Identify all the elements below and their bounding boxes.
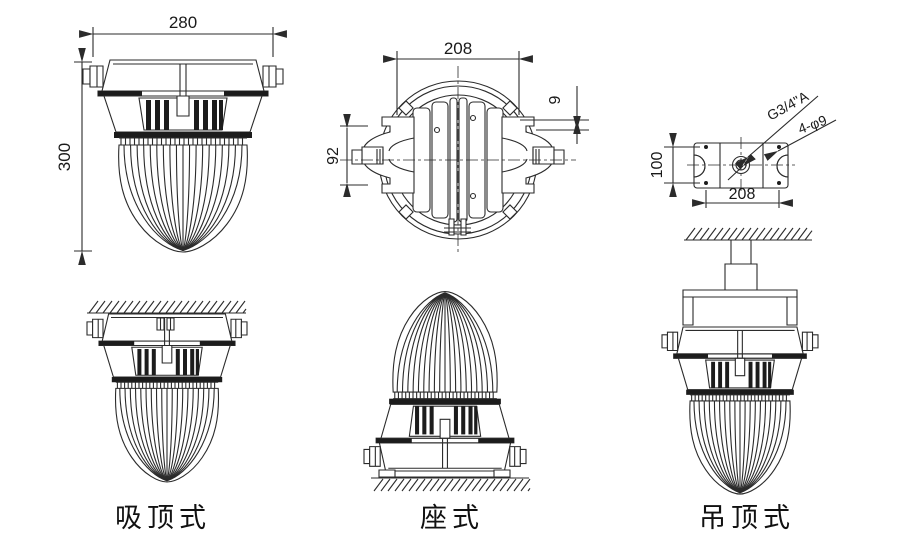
ceiling-mount-label: 吸顶式: [115, 503, 211, 533]
yoke-top-bar: [683, 290, 797, 297]
plate-thickness-dimension-lines: [520, 86, 589, 144]
ceiling-mount-figure: 吸顶式: [86, 301, 248, 533]
corner-tabs: [399, 101, 517, 219]
bracket-height-dimension: 92: [325, 147, 342, 165]
right-bracket: [501, 116, 565, 194]
front-view-figure: 280 300: [55, 13, 287, 265]
pendant-mount-label: 吊顶式: [699, 503, 795, 533]
front-width-dimension: 280: [169, 13, 197, 32]
callout-leaders: [728, 96, 836, 180]
pipe-coupling: [725, 264, 757, 290]
hole-spacing-horizontal-dimension: 208: [729, 186, 756, 203]
lamp-front-view: [82, 59, 284, 253]
front-width-dimension-lines: [79, 27, 287, 57]
pedestal-mount-label: 座式: [420, 503, 484, 533]
plate-thickness-dimension: 9: [547, 95, 564, 104]
hole-spacing-vertical-dimension: 100: [649, 152, 666, 179]
ceiling-hatch: [89, 301, 246, 313]
hole-spacing-horizontal-lines: [692, 190, 793, 208]
yoke-right-arm: [787, 297, 797, 325]
top-width-dimension-lines: [383, 51, 533, 115]
pedestal-mount-figure: 座式: [363, 291, 530, 533]
bracket-height-dimension-lines: [340, 114, 368, 197]
hole-spacing-vertical-lines: [664, 133, 700, 197]
top-view-figure: 208 92 9: [325, 39, 589, 254]
wire-entry-detail: [157, 318, 174, 330]
front-height-dimension-lines: [74, 48, 92, 265]
yoke-left-arm: [683, 297, 693, 325]
suspension-pipe: [731, 240, 751, 264]
floor-hatch: [374, 479, 530, 491]
top-width-dimension: 208: [444, 39, 472, 58]
pendant-mount-figure: 吊顶式: [661, 228, 819, 533]
pendant-ceiling-hatch: [686, 228, 812, 240]
lamp-pendant-mount: [661, 326, 819, 495]
lamp-pedestal-mount: [363, 291, 527, 473]
mounting-plate-figure: G3/4"A 4-φ9 100 208: [649, 87, 836, 208]
bottom-screws: [444, 219, 471, 235]
left-bracket: [351, 116, 415, 194]
lamp-ceiling-mount: [86, 313, 248, 483]
front-height-dimension: 300: [55, 143, 74, 171]
